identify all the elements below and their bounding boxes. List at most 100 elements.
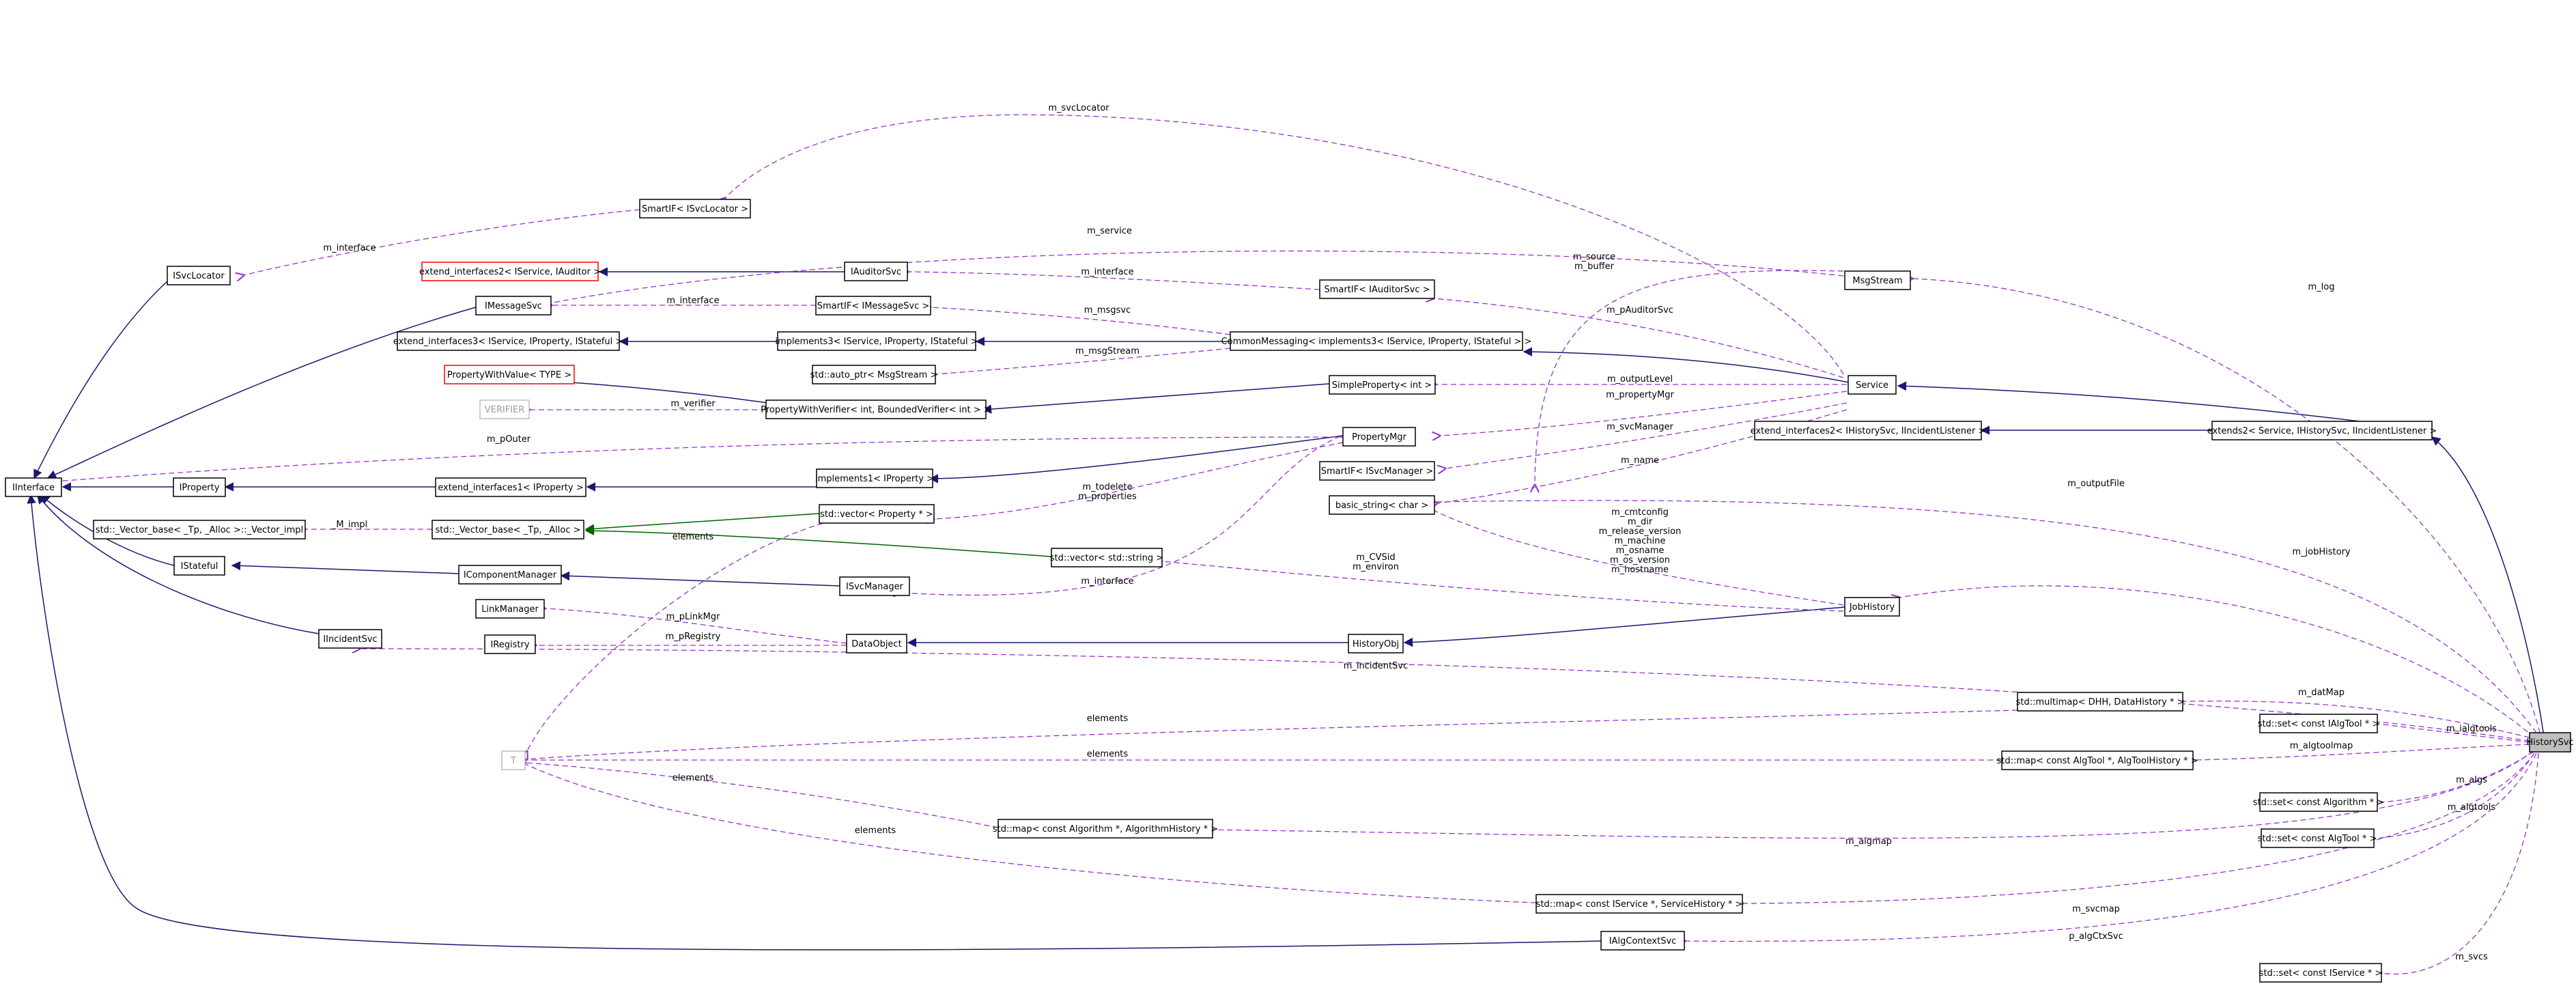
node-auto-ptr-msgstream[interactable]: std::auto_ptr< MsgStream >: [810, 365, 938, 384]
node-extend-if1-iproperty[interactable]: extend_interfaces1< IProperty >: [435, 477, 586, 497]
node-vector-base-impl[interactable]: std::_Vector_base< _Tp, _Alloc >::_Vecto…: [93, 520, 306, 539]
node-service[interactable]: Service: [1848, 375, 1897, 395]
node-extend-if3[interactable]: extend_interfaces3< IService, IProperty,…: [393, 331, 623, 351]
node-history-obj[interactable]: HistoryObj: [1348, 634, 1404, 654]
edge-svclocator: [725, 114, 1844, 375]
edge-label-elements-map-iservice: elements: [855, 826, 896, 836]
edge-label-interface-auditorsvc: m_interface: [1081, 267, 1133, 277]
node-iincidentsvc[interactable]: IIncidentSvc: [318, 629, 382, 649]
edge-template-vecprop-vecbase: [584, 513, 820, 533]
svg-text:std::_Vector_base< _Tp, _Alloc: std::_Vector_base< _Tp, _Alloc >::_Vecto…: [96, 525, 303, 535]
node-iregistry[interactable]: IRegistry: [484, 634, 536, 654]
svg-text:std::_Vector_base< _Tp, _Alloc: std::_Vector_base< _Tp, _Alloc >: [435, 525, 580, 535]
node-vector-string[interactable]: std::vector< std::string >: [1050, 548, 1163, 567]
svg-text:implements3< IService, IProper: implements3< IService, IProperty, IState…: [775, 337, 978, 347]
edge-label-svcmanager: m_svcManager: [1607, 422, 1673, 432]
svg-text:Service: Service: [1856, 380, 1888, 391]
node-set-iservice[interactable]: std::set< const IService * >: [2259, 963, 2383, 983]
node-extends2[interactable]: extends2< Service, IHistorySvc, IInciden…: [2207, 421, 2437, 440]
node-simple-property[interactable]: SimpleProperty< int >: [1329, 375, 1436, 395]
node-map-algorithm[interactable]: std::map< const Algorithm *, AlgorithmHi…: [993, 819, 1218, 839]
edge-label-machine: m_machine: [1614, 536, 1665, 546]
node-iproperty[interactable]: IProperty: [173, 477, 226, 497]
node-isvcmanager[interactable]: ISvcManager: [839, 576, 910, 596]
node-implements3[interactable]: implements3< IService, IProperty, IState…: [775, 331, 978, 351]
edge-label-msgsvc: m_msgsvc: [1084, 305, 1131, 315]
edge-service-msgstream: [546, 250, 1844, 304]
edge-label-log: m_log: [2308, 282, 2335, 292]
node-set-algorithm[interactable]: std::set< const Algorithm * >: [2253, 792, 2384, 812]
node-property-with-verifier[interactable]: PropertyWithVerifier< int, BoundedVerifi…: [761, 399, 991, 419]
node-link-manager[interactable]: LinkManager: [475, 599, 545, 619]
node-icomponent-manager[interactable]: IComponentManager: [458, 565, 562, 585]
node-ialgcontextsvc[interactable]: IAlgContextSvc: [1600, 931, 1685, 951]
node-map-algtool[interactable]: std::map< const AlgTool *, AlgToolHistor…: [1997, 750, 2198, 770]
node-verifier[interactable]: VERIFIER: [479, 399, 530, 419]
edge-label-impl: _M_impl: [331, 520, 367, 530]
node-multimap-dhh[interactable]: std::multimap< DHH, DataHistory * >: [2016, 692, 2185, 712]
edge-label-svcmap: m_svcmap: [2072, 904, 2120, 914]
edge-label-ialgtools: m_ialgtools: [2446, 724, 2497, 734]
node-smartif-iauditorsvc[interactable]: SmartIF< IAuditorSvc >: [1319, 279, 1435, 299]
edge-inherit-icompmgr-istateful: [231, 561, 459, 574]
svg-text:std::set< const Algorithm * >: std::set< const Algorithm * >: [2253, 798, 2384, 808]
svg-text:std::multimap< DHH, DataHistor: std::multimap< DHH, DataHistory * >: [2016, 697, 2185, 707]
edge-label-pregistry: m_pRegistry: [666, 632, 721, 642]
node-extend-if2-iservice-iauditor[interactable]: extend_interfaces2< IService, IAuditor >: [419, 262, 601, 281]
edge-name: [1437, 409, 1848, 503]
edge-msgstream: [936, 348, 1231, 374]
edge-outputfile: [1435, 501, 2537, 733]
node-vector-base[interactable]: std::_Vector_base< _Tp, _Alloc >: [431, 520, 584, 539]
node-property-mgr[interactable]: PropertyMgr: [1342, 427, 1416, 447]
svg-text:SmartIF< ISvcManager >: SmartIF< ISvcManager >: [1321, 466, 1434, 477]
svg-text:SmartIF< IMessageSvc >: SmartIF< IMessageSvc >: [817, 301, 930, 311]
edge-label-jobhistory: m_jobHistory: [2292, 547, 2351, 557]
node-smartif-isvclocator[interactable]: SmartIF< ISvcLocator >: [639, 199, 751, 219]
svg-text:LinkManager: LinkManager: [481, 604, 539, 615]
edge-datmap: [2183, 701, 2530, 738]
node-isvclocator[interactable]: ISvcLocator: [167, 266, 231, 285]
node-istateful[interactable]: IStateful: [173, 556, 225, 576]
edge-label-svclocator: m_svcLocator: [1048, 103, 1109, 113]
node-data-object[interactable]: DataObject: [846, 634, 907, 654]
svg-text:IStateful: IStateful: [181, 561, 218, 572]
svg-text:SmartIF< IAuditorSvc >: SmartIF< IAuditorSvc >: [1324, 285, 1430, 295]
edge-label-propertymgr: m_propertyMgr: [1606, 390, 1674, 400]
node-set-algtool[interactable]: std::set< const AlgTool * >: [2258, 828, 2377, 848]
node-common-messaging[interactable]: CommonMessaging< implements3< IService, …: [1221, 331, 1532, 351]
edge-label-incidentsvc: m_incidentSvc: [1344, 661, 1408, 671]
node-iauditorsvc[interactable]: IAuditorSvc: [844, 262, 908, 281]
edge-label-pauditorsvc: m_pAuditorSvc: [1607, 305, 1673, 315]
node-history-svc[interactable]: HistorySvc: [2526, 732, 2574, 753]
node-smartif-isvcmanager[interactable]: SmartIF< ISvcManager >: [1319, 461, 1435, 481]
node-extend-if2-history[interactable]: extend_interfaces2< IHistorySvc, IIncide…: [1751, 421, 1986, 440]
node-job-history[interactable]: JobHistory: [1844, 597, 1900, 617]
edge-algmap: [1213, 750, 2534, 839]
edge-label-datmap: m_datMap: [2298, 688, 2345, 698]
node-map-iservice[interactable]: std::map< const IService *, ServiceHisto…: [1535, 894, 1743, 914]
edge-inherit-service-extends2: [1897, 381, 2377, 424]
node-implements1-iproperty[interactable]: implements1< IProperty >: [815, 468, 934, 488]
node-imessagesvc[interactable]: IMessageSvc: [475, 296, 552, 315]
edge-inherit-incidentsvc-iinterface: [37, 494, 320, 634]
svg-text:SimpleProperty< int >: SimpleProperty< int >: [1332, 380, 1432, 391]
node-basic-string[interactable]: basic_string< char >: [1329, 495, 1435, 515]
svg-text:std::set< const IAlgTool * >: std::set< const IAlgTool * >: [2258, 719, 2380, 729]
edge-interface-svcmgr: [901, 432, 1349, 595]
edge-inherit-extends2-historysvc: [2431, 436, 2545, 742]
edge-source-buffer: [1535, 270, 1844, 485]
node-t[interactable]: T: [501, 750, 526, 770]
edge-label-name: m_name: [1621, 455, 1659, 466]
node-set-ialgtool[interactable]: std::set< const IAlgTool * >: [2258, 714, 2380, 733]
node-iinterface[interactable]: IInterface: [5, 477, 62, 497]
node-smartif-imessagesvc[interactable]: SmartIF< IMessageSvc >: [815, 296, 931, 315]
svg-text:IRegistry: IRegistry: [490, 640, 529, 650]
node-msgstream[interactable]: MsgStream: [1844, 270, 1911, 290]
node-property-with-value[interactable]: PropertyWithValue< TYPE >: [444, 365, 575, 384]
node-vector-property[interactable]: std::vector< Property * >: [819, 504, 935, 524]
edge-label-msgstream: m_msgStream: [1075, 346, 1140, 356]
svg-text:extend_interfaces1< IProperty: extend_interfaces1< IProperty >: [438, 483, 583, 493]
svg-text:IMessageSvc: IMessageSvc: [485, 301, 542, 311]
edge-label-cmtconfig: m_cmtconfig: [1611, 507, 1669, 518]
edge-job-fields: [1424, 505, 1844, 606]
